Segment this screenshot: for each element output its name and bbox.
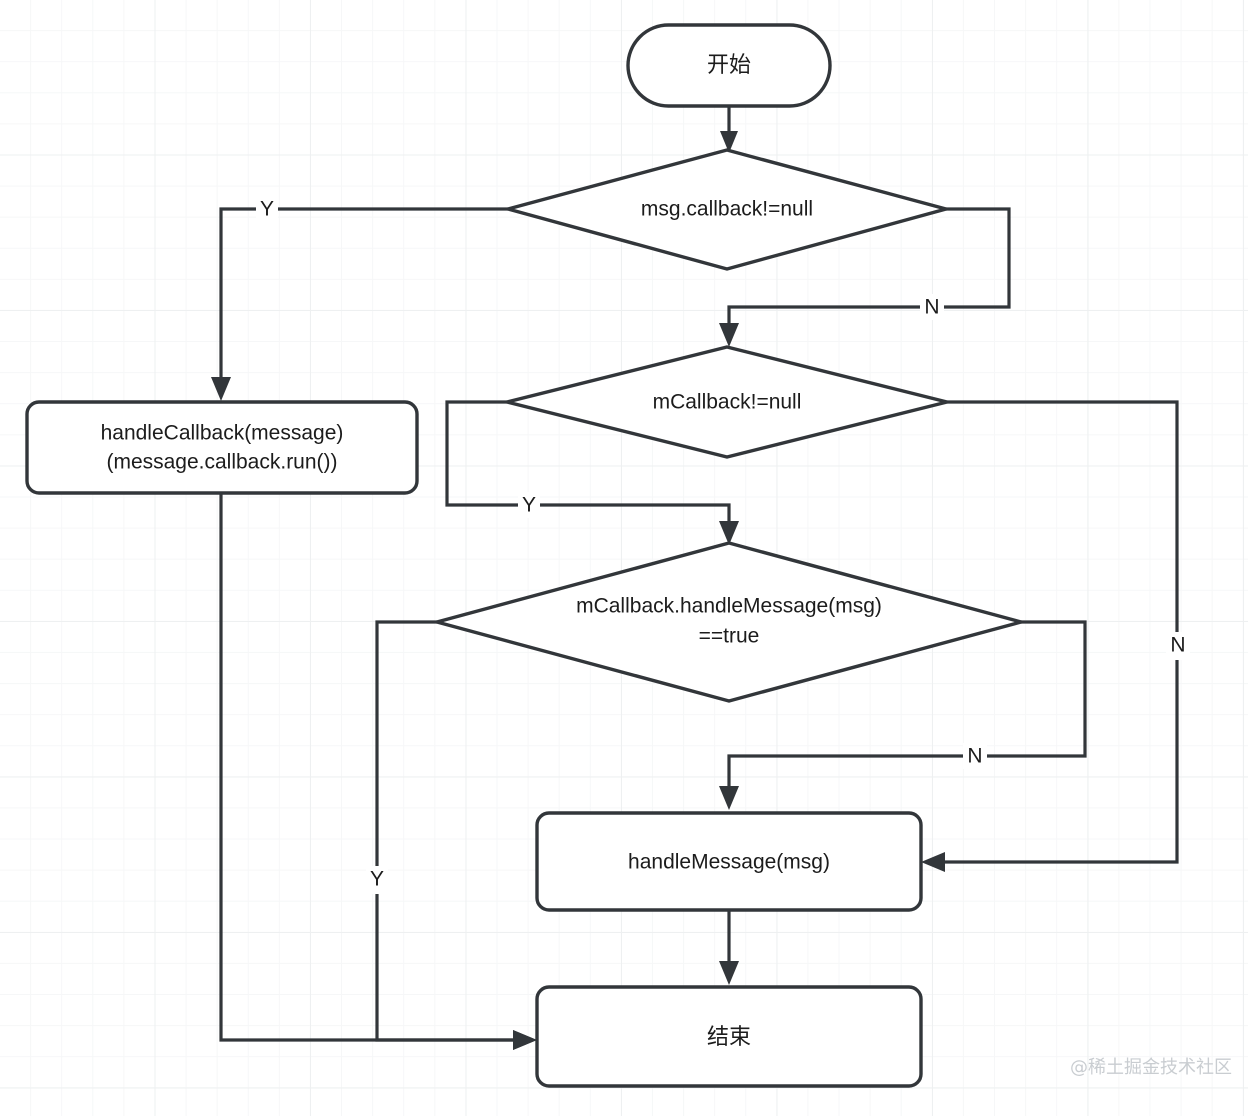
node-handle-callback[interactable]: handleCallback(message) (message.callbac… — [25, 400, 419, 495]
node-end[interactable]: 结束 — [535, 985, 923, 1088]
decision-mcallback-handlemessage-label-line2: ==true — [699, 625, 760, 648]
edge-label-decision3-no: N — [967, 745, 982, 768]
watermark-label: @稀土掘金技术社区 — [1070, 1057, 1232, 1078]
node-decision-mcallback-handlemessage[interactable]: mCallback.handleMessage(msg) ==true — [430, 541, 1028, 703]
end-node-shape[interactable] — [535, 985, 923, 1088]
edge-decision1-no: N — [719, 207, 1011, 347]
node-start[interactable]: 开始 — [626, 23, 832, 108]
node-decision-msg-callback[interactable]: msg.callback!=null — [501, 148, 953, 271]
handle-callback-shape[interactable] — [25, 400, 419, 495]
node-handle-message[interactable]: handleMessage(msg) — [535, 811, 923, 912]
start-node-shape[interactable] — [626, 23, 832, 108]
edge-label-decision2-no: N — [1170, 634, 1185, 657]
node-decision-mcallback[interactable]: mCallback!=null — [506, 345, 948, 459]
edge-label-decision1-yes: Y — [260, 198, 274, 221]
handle-message-shape[interactable] — [535, 811, 923, 912]
decision-msg-callback-label: msg.callback!=null — [641, 198, 813, 221]
start-node-label: 开始 — [707, 53, 751, 78]
edge-decision2-no: N — [921, 400, 1190, 872]
edge-label-background — [518, 492, 540, 518]
decision-mcallback-label: mCallback!=null — [653, 391, 802, 414]
edge-label-background — [963, 743, 987, 769]
end-node-label: 结束 — [707, 1025, 751, 1050]
decision-msg-callback-shape[interactable] — [501, 148, 953, 271]
edge-label-decision2-yes: Y — [522, 494, 536, 517]
edge-label-background — [1166, 632, 1190, 660]
edge-decision2-yes: Y — [445, 400, 739, 545]
edge-label-background — [256, 196, 278, 222]
edge-handlecallback-to-end — [219, 493, 537, 1050]
edge-decision3-yes: Y — [366, 620, 537, 1050]
decision-mcallback-shape[interactable] — [506, 345, 948, 459]
decision-mcallback-handlemessage-shape[interactable] — [430, 541, 1028, 703]
decision-mcallback-handlemessage-label-line1: mCallback.handleMessage(msg) — [576, 595, 882, 618]
edge-handlemessage-to-end — [719, 910, 739, 985]
edge-decision3-no: N — [719, 620, 1087, 810]
handle-message-label: handleMessage(msg) — [628, 851, 830, 874]
handle-callback-label-line1: handleCallback(message) — [101, 422, 344, 445]
edge-decision1-yes: Y — [211, 196, 508, 401]
edge-label-background — [366, 866, 388, 894]
edge-label-decision3-yes: Y — [370, 868, 384, 891]
edge-start-to-decision1 — [720, 106, 738, 153]
edge-label-background — [920, 294, 944, 320]
handle-callback-label-line2: (message.callback.run()) — [106, 451, 337, 474]
edge-label-decision1-no: N — [924, 296, 939, 319]
